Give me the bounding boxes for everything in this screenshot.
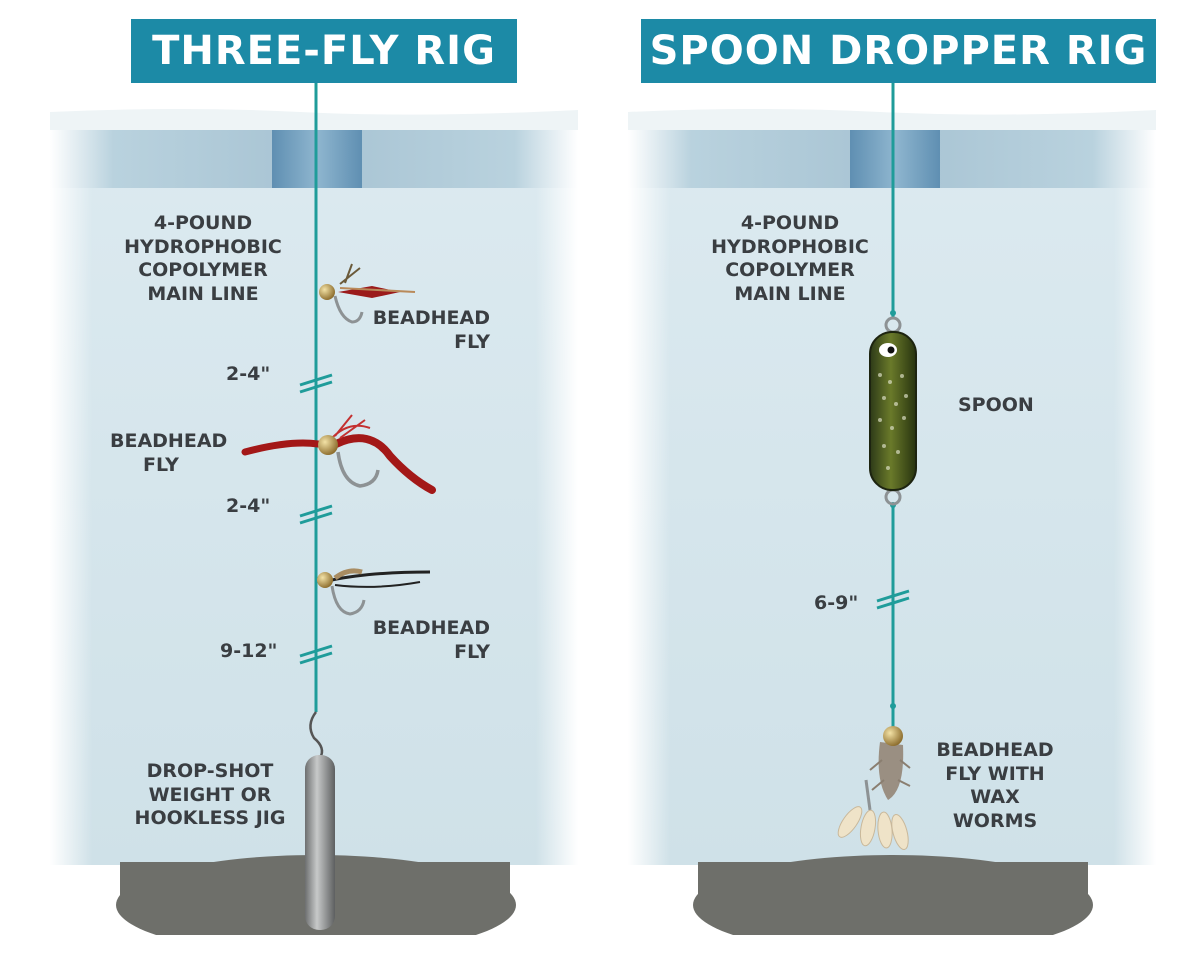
snow-surface-left bbox=[50, 109, 578, 130]
gap-1-label-right: 6-9" bbox=[814, 592, 859, 614]
fly-3-label: BEADHEAD FLY bbox=[372, 617, 490, 663]
beadhead-fly-wax-worms bbox=[837, 726, 911, 850]
gap-marker-left-1 bbox=[299, 373, 333, 394]
main-line-label-right: 4-POUND HYDROPHOBIC COPOLYMER MAIN LINE bbox=[711, 212, 869, 305]
fly-1-label: BEADHEAD FLY bbox=[372, 307, 490, 353]
left-panel bbox=[50, 83, 578, 963]
wax-worm-fly-label: BEADHEAD FLY WITH WAX WORMS bbox=[936, 739, 1054, 832]
lake-bottom-top-right bbox=[698, 862, 1088, 902]
beadhead-fly-2 bbox=[241, 414, 436, 494]
spoon-label: SPOON bbox=[958, 394, 1034, 416]
water-edge-fade-left bbox=[50, 130, 578, 865]
gap-1-label-left: 2-4" bbox=[226, 363, 271, 385]
gap-marker-right-1 bbox=[876, 589, 910, 610]
spoon-lure bbox=[869, 316, 917, 506]
gap-marker-left-3 bbox=[299, 644, 333, 665]
gap-3-label-left: 9-12" bbox=[220, 640, 278, 662]
gap-2-label-left: 2-4" bbox=[226, 495, 271, 517]
beadhead-fly-3 bbox=[317, 568, 431, 616]
drop-shot-weight bbox=[305, 711, 335, 930]
beadhead-fly-1 bbox=[319, 263, 416, 324]
gap-marker-left-2 bbox=[299, 504, 333, 525]
three-fly-rig-title: THREE-FLY RIG bbox=[131, 19, 517, 83]
main-line-label-left: 4-POUND HYDROPHOBIC COPOLYMER MAIN LINE bbox=[124, 212, 282, 305]
ice-hole-right bbox=[850, 130, 940, 188]
spoon-dropper-rig-title: SPOON DROPPER RIG bbox=[641, 19, 1156, 83]
weight-label: DROP-SHOT WEIGHT OR HOOKLESS JIG bbox=[134, 760, 286, 829]
right-panel bbox=[628, 83, 1156, 963]
fly-2-label: BEADHEAD FLY bbox=[110, 430, 228, 476]
